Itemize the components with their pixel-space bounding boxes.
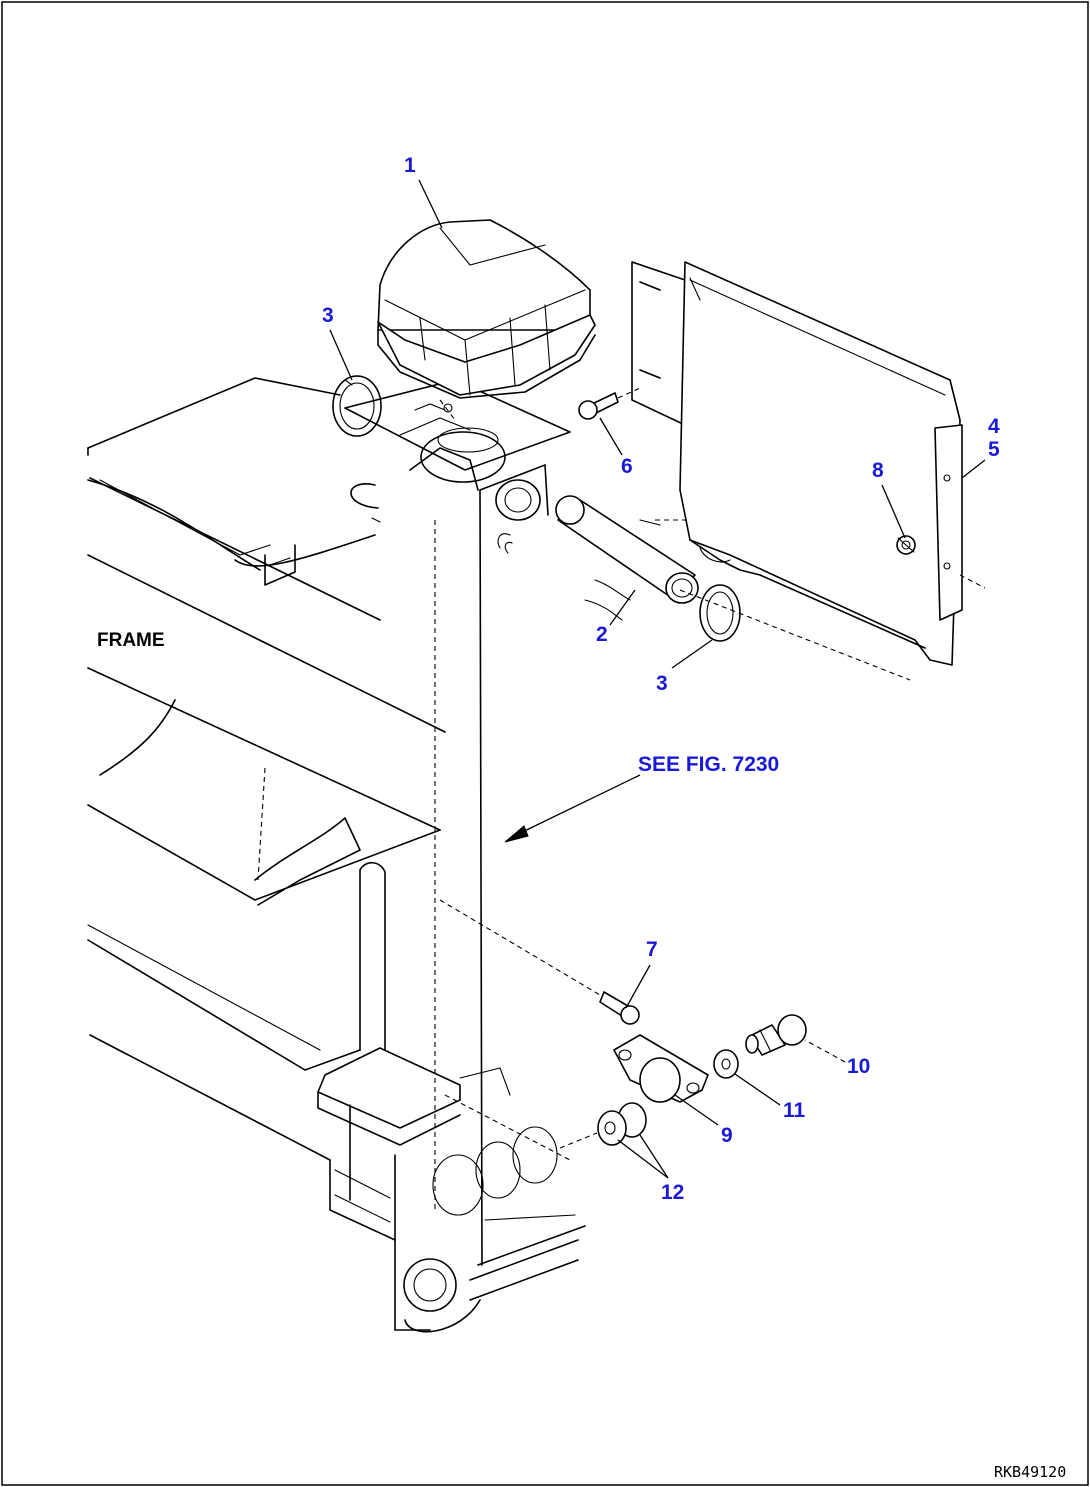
part-2-pin bbox=[555, 495, 699, 621]
part-7-bolt bbox=[439, 899, 640, 1025]
part-12-bushings bbox=[559, 1102, 647, 1149]
frame-structure bbox=[87, 377, 579, 1333]
callout-8: 8 bbox=[872, 459, 884, 482]
part-1-cover bbox=[377, 219, 596, 399]
callout-9: 9 bbox=[721, 1124, 733, 1147]
callout-7: 7 bbox=[646, 938, 658, 961]
callout-3-lower: 3 bbox=[656, 672, 668, 695]
part-6-bolt bbox=[578, 387, 641, 420]
callout-4: 4 bbox=[988, 415, 1000, 438]
frame-label: FRAME bbox=[97, 630, 165, 651]
part-4-5-bracket bbox=[631, 261, 986, 681]
callout-5: 5 bbox=[988, 438, 1000, 461]
callout-6: 6 bbox=[621, 455, 633, 478]
part-9-bracket bbox=[613, 1034, 709, 1103]
part-10-fitting bbox=[745, 1014, 807, 1056]
part-11-washer bbox=[713, 1049, 739, 1079]
callout-3-upper: 3 bbox=[322, 304, 334, 327]
part-3-snap-ring-lower bbox=[699, 584, 741, 642]
callout-1: 1 bbox=[404, 154, 416, 177]
callout-12: 12 bbox=[661, 1181, 684, 1204]
leader-lines bbox=[329, 179, 986, 1179]
drawing-reference-code: RKB49120 bbox=[994, 1463, 1066, 1481]
see-figure-label: SEE FIG. 7230 bbox=[638, 753, 779, 776]
callout-2: 2 bbox=[596, 623, 608, 646]
callout-10: 10 bbox=[847, 1055, 870, 1078]
vertical-column bbox=[344, 379, 586, 1266]
part-8-nut bbox=[896, 535, 916, 555]
part-3-snap-ring-upper bbox=[332, 375, 382, 437]
callout-11: 11 bbox=[783, 1099, 806, 1122]
see-figure-arrow bbox=[504, 774, 641, 843]
